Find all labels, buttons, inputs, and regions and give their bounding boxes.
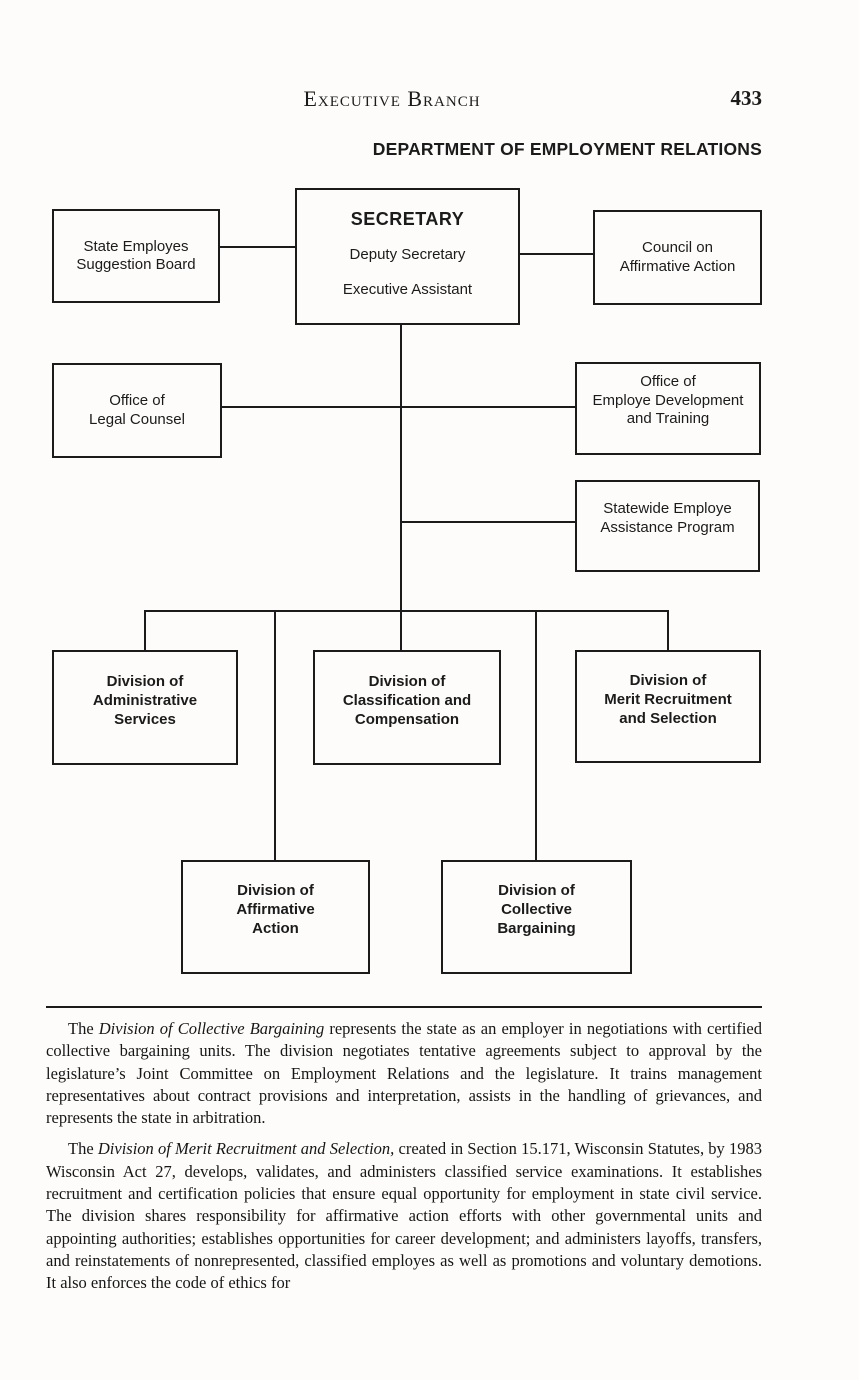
connector-secretary-to-council bbox=[520, 253, 593, 255]
box-label: Division of Classification and Compensat… bbox=[342, 672, 472, 728]
box-label: Division of Merit Recruitment and Select… bbox=[604, 671, 732, 727]
paragraph-merit-recruitment: The Division of Merit Recruitment and Se… bbox=[46, 1138, 762, 1294]
page-title: DEPARTMENT OF EMPLOYMENT RELATIONS bbox=[372, 139, 762, 159]
text-run: The bbox=[68, 1019, 99, 1038]
org-box-division-affirmative-action: Division of Affirmative Action bbox=[181, 860, 370, 974]
body-text: The Division of Collective Bargaining re… bbox=[46, 1018, 762, 1295]
box-label: Office of Employe Development and Traini… bbox=[592, 373, 744, 428]
connector-board-to-secretary bbox=[220, 246, 295, 248]
secretary-title: SECRETARY bbox=[350, 209, 465, 229]
box-label: Division of Affirmative Action bbox=[236, 882, 315, 937]
executive-assistant-label: Executive Assistant bbox=[342, 281, 473, 298]
org-box-council-on-affirmative-action: Council on Affirmative Action bbox=[593, 210, 762, 305]
connector-secretary-trunk bbox=[400, 325, 402, 612]
box-label: Statewide Employe Assistance Program bbox=[600, 500, 735, 536]
connector-legal-to-development bbox=[222, 406, 575, 408]
org-box-secretary: SECRETARY Deputy Secretary Executive Ass… bbox=[295, 188, 520, 325]
box-label: Division of Administrative Services bbox=[92, 672, 198, 728]
text-run: represents the state as an employer in n… bbox=[46, 1019, 762, 1128]
connector-division-distribution-line bbox=[144, 610, 669, 612]
italic-division-name: Division of Collective Bargaining bbox=[98, 1019, 325, 1038]
running-head: Executive Branch bbox=[303, 86, 481, 111]
org-box-division-merit-recruitment-selection: Division of Merit Recruitment and Select… bbox=[575, 650, 761, 763]
italic-division-name: Division of Merit Recruitment and Select… bbox=[97, 1139, 395, 1159]
connector-drop-administrative bbox=[144, 610, 146, 652]
connector-drop-collective bbox=[535, 610, 537, 862]
deputy-secretary-label: Deputy Secretary bbox=[349, 245, 466, 263]
horizontal-rule bbox=[46, 1006, 762, 1008]
connector-drop-affirmative bbox=[274, 610, 276, 862]
org-box-office-of-legal-counsel: Office of Legal Counsel bbox=[52, 363, 222, 458]
org-box-statewide-employe-assistance-program: Statewide Employe Assistance Program bbox=[575, 480, 760, 572]
text-run: The bbox=[68, 1139, 98, 1159]
connector-drop-classification bbox=[400, 610, 402, 652]
box-label: State Employes Suggestion Board bbox=[76, 237, 196, 274]
org-box-state-employes-suggestion-board: State Employes Suggestion Board bbox=[52, 209, 220, 303]
connector-drop-merit bbox=[667, 610, 669, 652]
org-box-division-collective-bargaining: Division of Collective Bargaining bbox=[441, 860, 632, 974]
connector-trunk-to-assistance-program bbox=[400, 521, 575, 523]
paragraph-collective-bargaining: The Division of Collective Bargaining re… bbox=[46, 1018, 762, 1129]
org-box-division-administrative-services: Division of Administrative Services bbox=[52, 650, 238, 765]
box-label: Office of Legal Counsel bbox=[89, 392, 185, 428]
org-box-office-of-employe-development: Office of Employe Development and Traini… bbox=[575, 362, 761, 455]
page-number: 433 bbox=[730, 86, 763, 110]
org-box-division-classification-compensation: Division of Classification and Compensat… bbox=[313, 650, 501, 765]
text-run: created in Section 15.171, Wisconsin Sta… bbox=[46, 1139, 762, 1293]
box-label: Council on Affirmative Action bbox=[619, 239, 736, 275]
box-label: Division of Collective Bargaining bbox=[497, 882, 576, 937]
